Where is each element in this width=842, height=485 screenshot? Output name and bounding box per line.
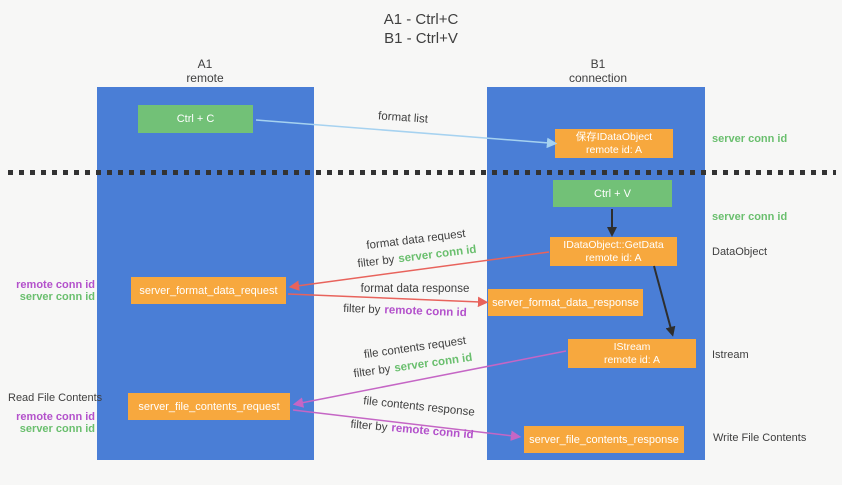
istream-side-label: Istream: [712, 349, 749, 361]
istream-box: IStream remote id: A: [568, 339, 696, 368]
server-format-data-request-box: server_format_data_request: [131, 277, 286, 304]
ctrl-c-label: Ctrl + C: [176, 113, 215, 125]
remote-conn-id-text: remote conn id: [390, 422, 475, 442]
save-idataobject-box: 保存IDataObject remote id: A: [555, 129, 673, 158]
right-server-conn-id-mid-label: server conn id: [712, 211, 788, 223]
right-column-name: B1: [590, 57, 606, 71]
save-idataobject-line1: 保存IDataObject: [575, 130, 653, 143]
read-file-contents-label: Read File Contents: [8, 392, 103, 404]
format-list-label: format list: [378, 110, 429, 125]
server-conn-id-text: server conn id: [397, 243, 478, 266]
idataobject-getdata-line1: IDataObject::GetData: [563, 238, 664, 251]
right-column-header: B1 connection: [538, 57, 658, 85]
left-server-conn-id-bottom-label: server conn id: [19, 423, 95, 435]
title-line-2: B1 - Ctrl+V: [384, 30, 458, 47]
server-format-data-request-label: server_format_data_request: [139, 284, 278, 297]
idataobject-getdata-box: IDataObject::GetData remote id: A: [550, 237, 677, 266]
right-column-subtitle: connection: [568, 71, 628, 85]
write-file-contents-label: Write File Contents: [713, 432, 807, 444]
istream-line1: IStream: [613, 340, 651, 353]
save-idataobject-line2: remote id: A: [585, 143, 643, 156]
format-data-response-label: format data response: [361, 283, 470, 295]
left-column-header: A1 remote: [145, 57, 265, 85]
server-file-contents-response-box: server_file_contents_response: [524, 426, 684, 453]
file-contents-response-label: file contents response: [363, 395, 476, 419]
istream-line2: remote id: A: [603, 353, 661, 366]
right-server-conn-id-top-label: server conn id: [712, 133, 788, 145]
server-file-contents-request-label: server_file_contents_request: [138, 400, 280, 413]
dataobject-label: DataObject: [712, 246, 768, 258]
left-server-conn-id-top-label: server conn id: [19, 291, 95, 303]
format-data-response-text: format data response: [360, 283, 470, 295]
server-file-contents-request-box: server_file_contents_request: [128, 393, 290, 420]
filter-by-text: filter by: [352, 363, 392, 381]
title-line-1: A1 - Ctrl+C: [383, 11, 459, 28]
idataobject-getdata-line2: remote id: A: [585, 251, 642, 264]
format-data-response-arrow: [287, 293, 489, 308]
file-contents-response-text: file contents response: [362, 395, 476, 419]
remote-conn-id-text: remote conn id: [384, 304, 467, 320]
left-column-subtitle: remote: [186, 71, 224, 85]
dotted-separator-line: [8, 170, 836, 175]
server-file-contents-response-label: server_file_contents_response: [529, 433, 679, 446]
ctrl-c-box: Ctrl + C: [138, 105, 253, 133]
filter-by-text: filter by: [349, 418, 388, 434]
left-remote-conn-id-top-label: remote conn id: [16, 279, 95, 291]
ctrl-v-box: Ctrl + V: [553, 180, 672, 207]
diagram-title: A1 - Ctrl+C B1 - Ctrl+V: [0, 10, 842, 48]
ctrl-v-label: Ctrl + V: [594, 187, 631, 200]
left-remote-conn-id-bottom-label: remote conn id: [16, 411, 95, 423]
format-list-text: format list: [377, 110, 429, 126]
server-format-data-response-label: server_format_data_response: [492, 296, 639, 309]
filter-by-text: filter by: [356, 253, 396, 271]
filter-by-text: filter by: [343, 302, 381, 317]
server-format-data-response-box: server_format_data_response: [488, 289, 643, 316]
left-column-name: A1: [197, 57, 213, 71]
